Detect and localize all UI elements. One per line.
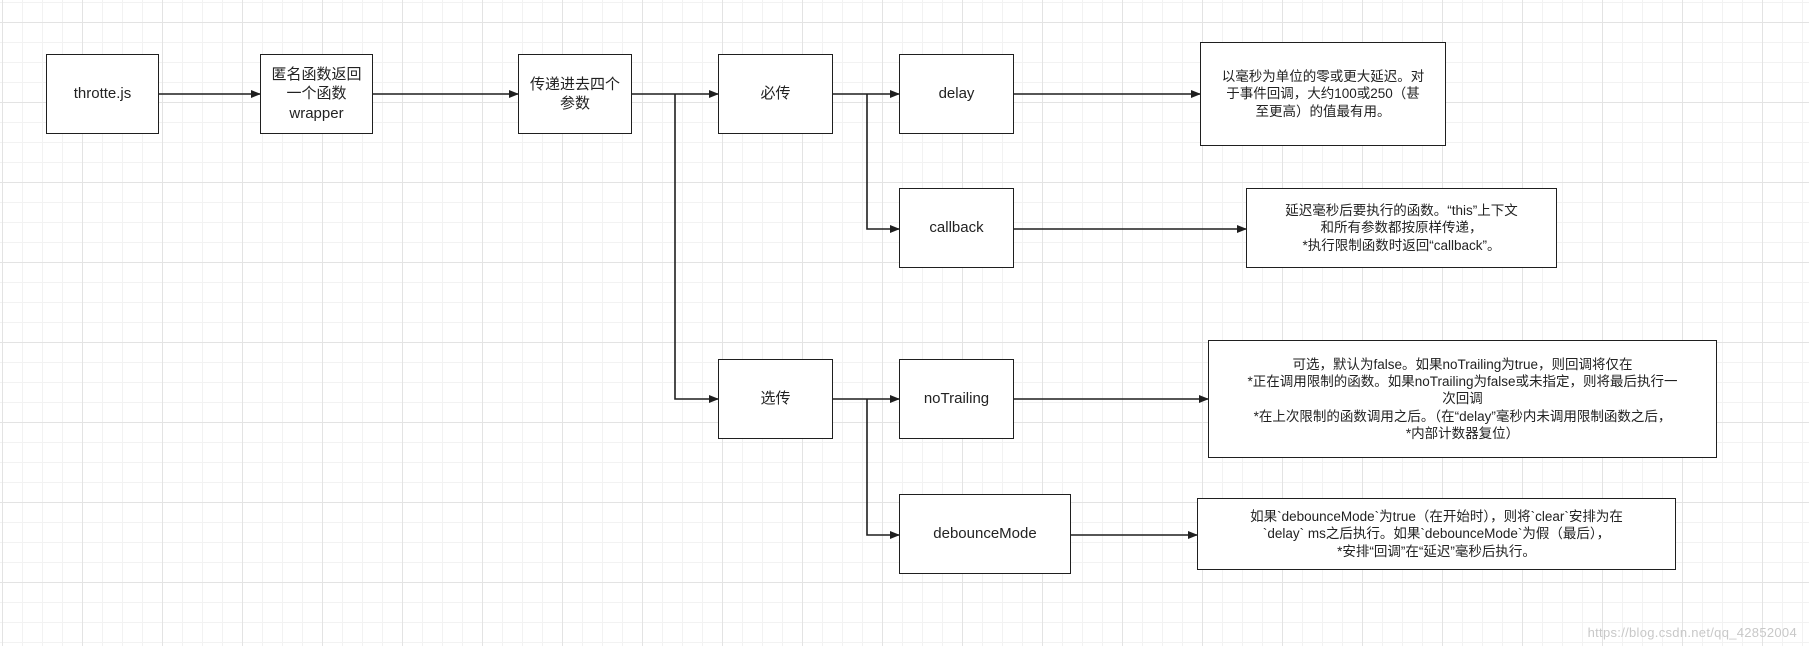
debounce-mode-node[interactable]: debounceMode [899,494,1071,574]
debounce-mode-description-note[interactable]: 如果`debounceMode`为true（在开始时），则将`clear`安排为… [1197,498,1676,570]
required-node[interactable]: 必传 [718,54,833,134]
callback-description-note[interactable]: 延迟毫秒后要执行的函数。“this”上下文 和所有参数都按原样传递， *执行限制… [1246,188,1557,268]
delay-label: delay [938,85,975,103]
callback-node[interactable]: callback [899,188,1014,268]
delay-description-text: 以毫秒为单位的零或更大延迟。对 于事件回调，大约100或250（甚 至更高）的值… [1221,69,1425,119]
wrapper-node[interactable]: 匿名函数返回 一个函数 wrapper [260,54,373,134]
optional-node[interactable]: 选传 [718,359,833,439]
delay-description-note[interactable]: 以毫秒为单位的零或更大延迟。对 于事件回调，大约100或250（甚 至更高）的值… [1200,42,1446,146]
delay-node[interactable]: delay [899,54,1014,134]
wrapper-label: 匿名函数返回 一个函数 wrapper [271,65,362,122]
callback-label: callback [929,219,984,237]
edge-optional-to-debouncemode [866,399,900,539]
callback-description-text: 延迟毫秒后要执行的函数。“this”上下文 和所有参数都按原样传递， *执行限制… [1285,203,1518,253]
required-label: 必传 [760,85,791,103]
no-trailing-description-note[interactable]: 可选，默认为false。如果noTrailing为true，则回调将仅在 *正在… [1208,340,1717,458]
no-trailing-label: noTrailing [923,390,990,408]
no-trailing-description-text: 可选，默认为false。如果noTrailing为true，则回调将仅在 *正在… [1247,356,1678,441]
debounce-mode-description-text: 如果`debounceMode`为true（在开始时），则将`clear`安排为… [1250,509,1623,559]
throttle-node[interactable]: throtte.js [46,54,159,134]
four-params-label: 传递进去四个 参数 [529,75,620,113]
throttle-label: throtte.js [73,85,132,103]
optional-label: 选传 [760,390,791,408]
edge-required-to-callback [866,94,900,233]
four-params-node[interactable]: 传递进去四个 参数 [518,54,632,134]
debounce-mode-label: debounceMode [933,525,1037,543]
edge-params-to-optional [674,94,719,403]
watermark-text: https://blog.csdn.net/qq_42852004 [1587,625,1797,640]
no-trailing-node[interactable]: noTrailing [899,359,1014,439]
